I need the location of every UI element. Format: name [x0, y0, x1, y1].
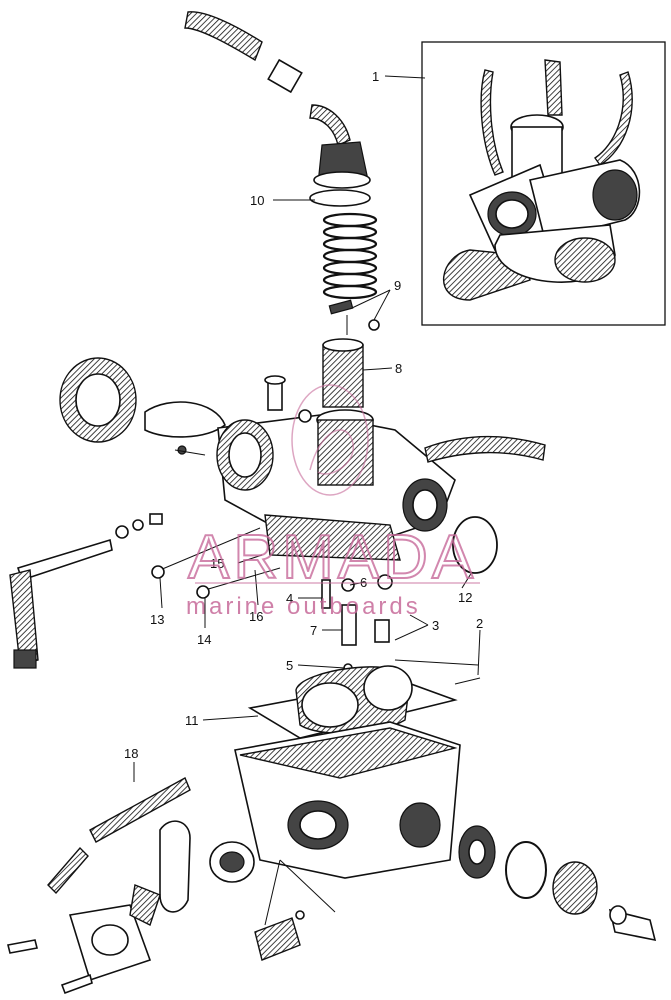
- jets-and-nozzles: [321, 574, 481, 685]
- choke-lever: [9, 513, 163, 669]
- o-ring: [452, 516, 498, 574]
- float-and-gasket: [247, 665, 458, 739]
- carburetor-upper-body: [174, 375, 456, 561]
- watermark-brand: ARMADA: [188, 523, 477, 592]
- idle-adjust-parts: [458, 825, 657, 942]
- intake-flange-parts: [7, 820, 305, 995]
- callout-7: 7: [310, 623, 317, 638]
- throttle-valve: [322, 338, 364, 408]
- callout-18: 18: [124, 746, 138, 761]
- callout-13: 13: [150, 612, 164, 627]
- callout-5: 5: [286, 658, 293, 673]
- callout-10: 10: [250, 193, 264, 208]
- callout-12: 12: [458, 590, 472, 605]
- callout-8: 8: [395, 361, 402, 376]
- armada-watermark: ARMADA marine outboards: [186, 384, 480, 620]
- callout-3: 3: [432, 618, 439, 633]
- callout-9: 9: [394, 278, 401, 293]
- watermark-tagline: marine outboards: [186, 593, 421, 620]
- inset-assembled-view: [421, 41, 666, 326]
- gasket-ring: [505, 841, 547, 899]
- callout-1: 1: [372, 69, 379, 84]
- needle-clip: [328, 299, 380, 335]
- throttle-spring: [322, 212, 378, 300]
- callout-14: 14: [197, 632, 211, 647]
- air-filter: [59, 357, 226, 443]
- callout-16: 16: [249, 609, 263, 624]
- drain-tube: [47, 777, 191, 895]
- callout-2: 2: [476, 616, 483, 631]
- adjusting-screws: [151, 527, 281, 599]
- overflow-hose: [424, 435, 546, 463]
- float-bowl: [234, 721, 461, 879]
- callout-15: 15: [210, 556, 224, 571]
- callout-11: 11: [185, 713, 199, 728]
- top-cap: [309, 141, 371, 207]
- fuel-hose-top: [184, 11, 351, 146]
- callout-4: 4: [286, 591, 293, 606]
